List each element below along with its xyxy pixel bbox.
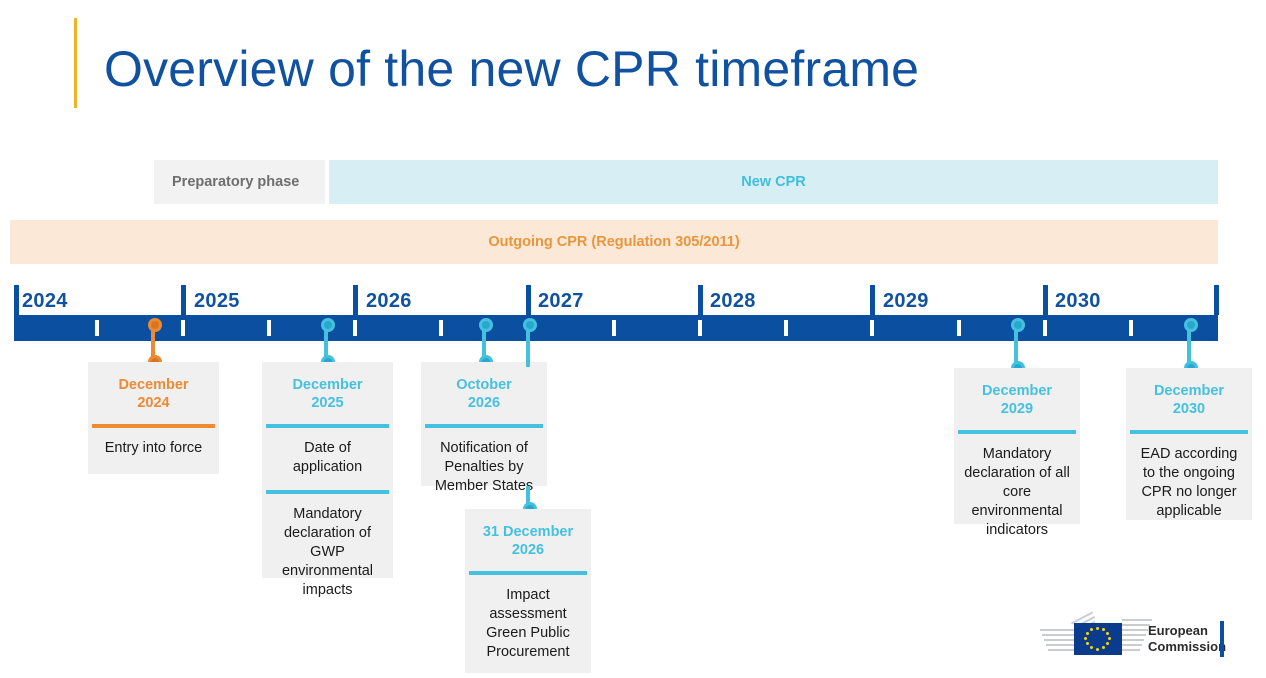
logo-line-1: European (1148, 623, 1208, 638)
milestone-body-0: Mandatory declaration of all core enviro… (964, 446, 1070, 538)
minor-tick (181, 320, 185, 336)
eu-flag-icon (1074, 623, 1122, 655)
connector-dot-axis-inner-december-2025 (324, 321, 332, 329)
year-label-2030: 2030 (1055, 290, 1101, 312)
year-label-2024: 2024 (22, 290, 68, 312)
year-separator-end (1214, 285, 1219, 315)
milestone-body-0: EAD according to the ongoing CPR no long… (1140, 446, 1238, 519)
phase-bar-outgoing-cpr: Outgoing CPR (Regulation 305/2011) (10, 220, 1218, 264)
milestone-divider (266, 424, 389, 428)
milestone-card-october-2026[interactable]: October 2026 Notification of Penalties b… (421, 362, 547, 494)
connector-stem-upper-31-december-2026 (526, 322, 530, 367)
page-title: Overview of the new CPR timeframe (104, 41, 920, 97)
year-label-2028: 2028 (710, 290, 756, 312)
phase-bar-new-cpr: New CPR (329, 160, 1218, 204)
milestone-date-line1: October (456, 377, 512, 393)
minor-tick (784, 320, 788, 336)
phase-label-outgoing-cpr: Outgoing CPR (Regulation 305/2011) (488, 234, 740, 250)
milestone-date-line1: December (292, 377, 363, 393)
milestone-card-december-2024[interactable]: December 2024 Entry into force (88, 362, 219, 474)
minor-tick (1129, 320, 1133, 336)
connector-dot-axis-inner-31-december-2026 (526, 321, 534, 329)
logo-accent-bar (1220, 621, 1224, 657)
milestone-date-31-december-2026: 31 December 2026 (465, 509, 591, 571)
milestone-divider (266, 490, 389, 494)
connector-dot-axis-inner-october-2026 (482, 321, 490, 329)
connector-stem-december-2024 (151, 322, 155, 362)
year-label-2027: 2027 (538, 290, 584, 312)
minor-tick (1043, 320, 1047, 336)
milestone-date-line1: December (118, 377, 189, 393)
milestone-body-1: Mandatory declaration of GWP environment… (281, 506, 374, 598)
milestone-date-october-2026: October 2026 (421, 362, 547, 424)
milestone-card-december-2029[interactable]: December 2029 Mandatory declaration of a… (954, 368, 1080, 538)
milestone-date-december-2025: December 2025 (262, 362, 393, 424)
connector-dot-axis-inner-december-2024 (151, 321, 159, 329)
connector-stem-lower-31-december-2026 (526, 486, 530, 510)
connector-stem-december-2030 (1187, 322, 1191, 368)
connector-dot-axis-inner-december-2029 (1014, 321, 1022, 329)
logo-line-2: Commission (1148, 639, 1227, 654)
european-commission-wordmark: European Commission (1148, 623, 1226, 655)
milestone-divider (958, 430, 1076, 434)
milestone-card-december-2030[interactable]: December 2030 EAD according to the ongoi… (1126, 368, 1252, 520)
milestone-body-0: Notification of Penalties by Member Stat… (434, 440, 534, 494)
connector-dot-axis-inner-december-2030 (1187, 321, 1195, 329)
phase-bar-preparatory: Preparatory phase (154, 160, 325, 204)
year-label-2026: 2026 (366, 290, 412, 312)
minor-tick (353, 320, 357, 336)
minor-tick (439, 320, 443, 336)
milestone-date-december-2024: December 2024 (88, 362, 219, 424)
timeline-axis-bar (14, 315, 1218, 341)
connector-stem-december-2025 (324, 322, 328, 362)
year-separator-2029 (870, 285, 875, 315)
connector-stem-december-2029 (1014, 322, 1018, 368)
milestone-date-line2: 2026 (467, 395, 501, 411)
year-separator-2026 (353, 285, 358, 315)
year-separator-2028 (698, 285, 703, 315)
milestone-date-december-2030: December 2030 (1126, 368, 1252, 430)
year-separator-2030 (1043, 285, 1048, 315)
minor-tick (95, 320, 99, 336)
title-accent-rule (74, 18, 77, 108)
milestone-body-0: Impact assessment Green Public Procureme… (486, 587, 570, 660)
phase-label-preparatory: Preparatory phase (172, 174, 300, 190)
milestone-date-line2: 2030 (1172, 401, 1206, 417)
minor-tick (612, 320, 616, 336)
minor-tick (698, 320, 702, 336)
milestone-date-december-2029: December 2029 (954, 368, 1080, 430)
milestone-body-0: Date of application (292, 440, 363, 475)
milestone-date-line1: December (1153, 383, 1225, 399)
milestone-date-line2: 2026 (511, 542, 545, 558)
minor-tick (957, 320, 961, 336)
minor-tick (267, 320, 271, 336)
milestone-divider (469, 571, 587, 575)
european-commission-logo: European Commission (1038, 611, 1228, 663)
year-label-2025: 2025 (194, 290, 240, 312)
milestone-card-31-december-2026[interactable]: 31 December 2026 Impact assessment Green… (465, 509, 591, 673)
milestone-date-line2: 2025 (311, 395, 344, 411)
milestone-divider (1130, 430, 1248, 434)
milestone-date-line1: December (981, 383, 1053, 399)
milestone-date-line2: 2024 (137, 395, 170, 411)
milestone-date-line2: 2029 (1000, 401, 1034, 417)
year-separator-2027 (526, 285, 531, 315)
phase-label-new-cpr: New CPR (741, 174, 806, 190)
year-separator-2024 (14, 285, 19, 315)
minor-tick (870, 320, 874, 336)
milestone-card-december-2025[interactable]: December 2025 Date of application Mandat… (262, 362, 393, 598)
connector-stem-october-2026 (482, 322, 486, 362)
year-separator-2025 (181, 285, 186, 315)
milestone-date-line1: 31 December (482, 524, 574, 540)
milestone-divider (92, 424, 215, 428)
milestone-body-0: Entry into force (104, 440, 203, 456)
milestone-divider (425, 424, 543, 428)
year-label-2029: 2029 (883, 290, 929, 312)
